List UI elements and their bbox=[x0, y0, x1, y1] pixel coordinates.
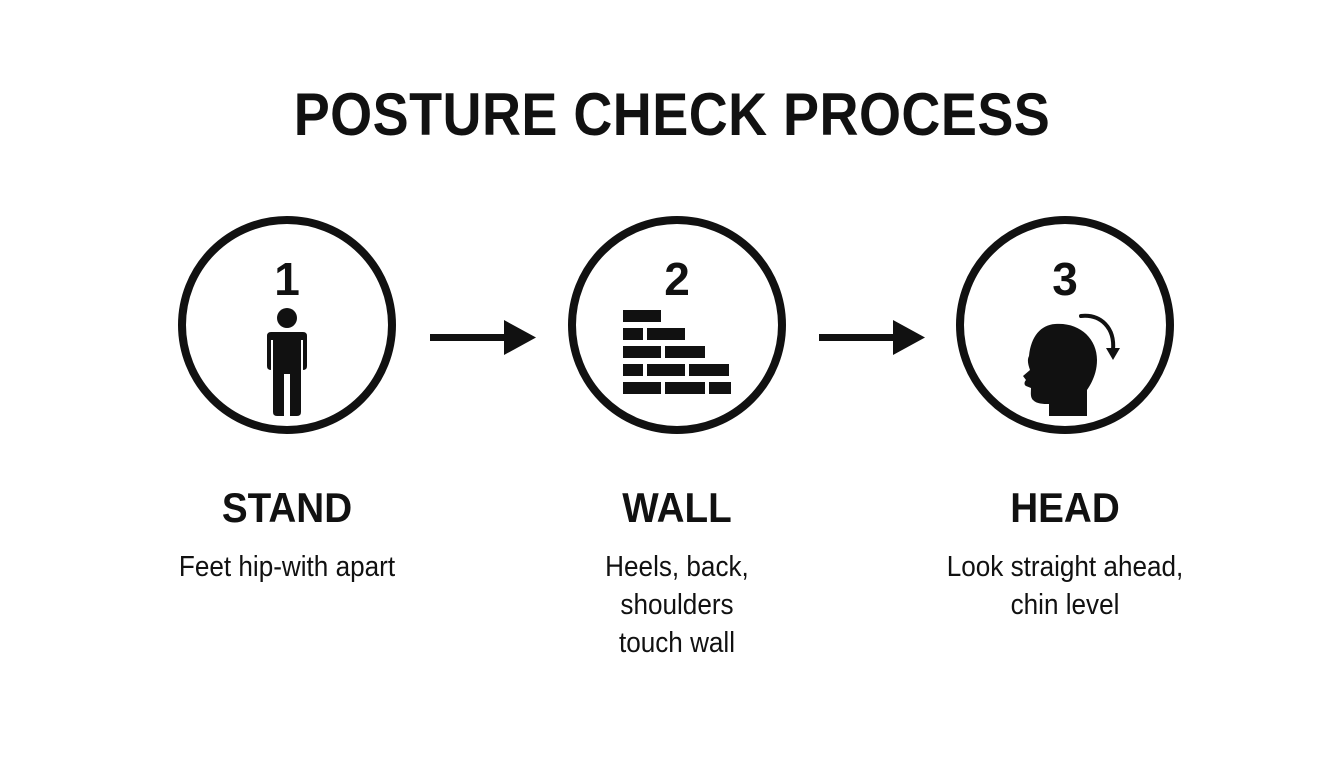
step-stand: 1 STAND Feet hip-with apart bbox=[137, 216, 437, 586]
step-circle: 2 bbox=[568, 216, 786, 434]
step-number: 3 bbox=[1052, 253, 1078, 305]
step-label: WALL bbox=[622, 484, 732, 531]
step-circle: 3 bbox=[956, 216, 1174, 434]
step-label: STAND bbox=[221, 484, 353, 531]
step-head: 3 HEAD Look straight ahead, chin level bbox=[915, 216, 1215, 624]
step-number: 2 bbox=[664, 253, 690, 305]
step-description: Feet hip-with apart bbox=[178, 551, 396, 583]
brick-wall-icon bbox=[623, 310, 731, 394]
head-profile-rotate-icon bbox=[1023, 313, 1120, 416]
step-circle: 1 bbox=[178, 216, 396, 434]
person-standing-icon bbox=[267, 308, 307, 416]
step-number: 1 bbox=[274, 253, 300, 305]
step-description: Heels, back, shoulders touch wall bbox=[605, 551, 749, 659]
arrow-right-icon bbox=[430, 320, 536, 355]
step-wall: 2 WALL Heels, back, shoulders touch wall bbox=[527, 216, 827, 662]
arrow-right-icon bbox=[819, 320, 925, 355]
page-title: POSTURE CHECK PROCESS bbox=[293, 81, 1051, 148]
step-label: HEAD bbox=[1010, 484, 1120, 531]
step-description: Look straight ahead, chin level bbox=[946, 551, 1184, 621]
